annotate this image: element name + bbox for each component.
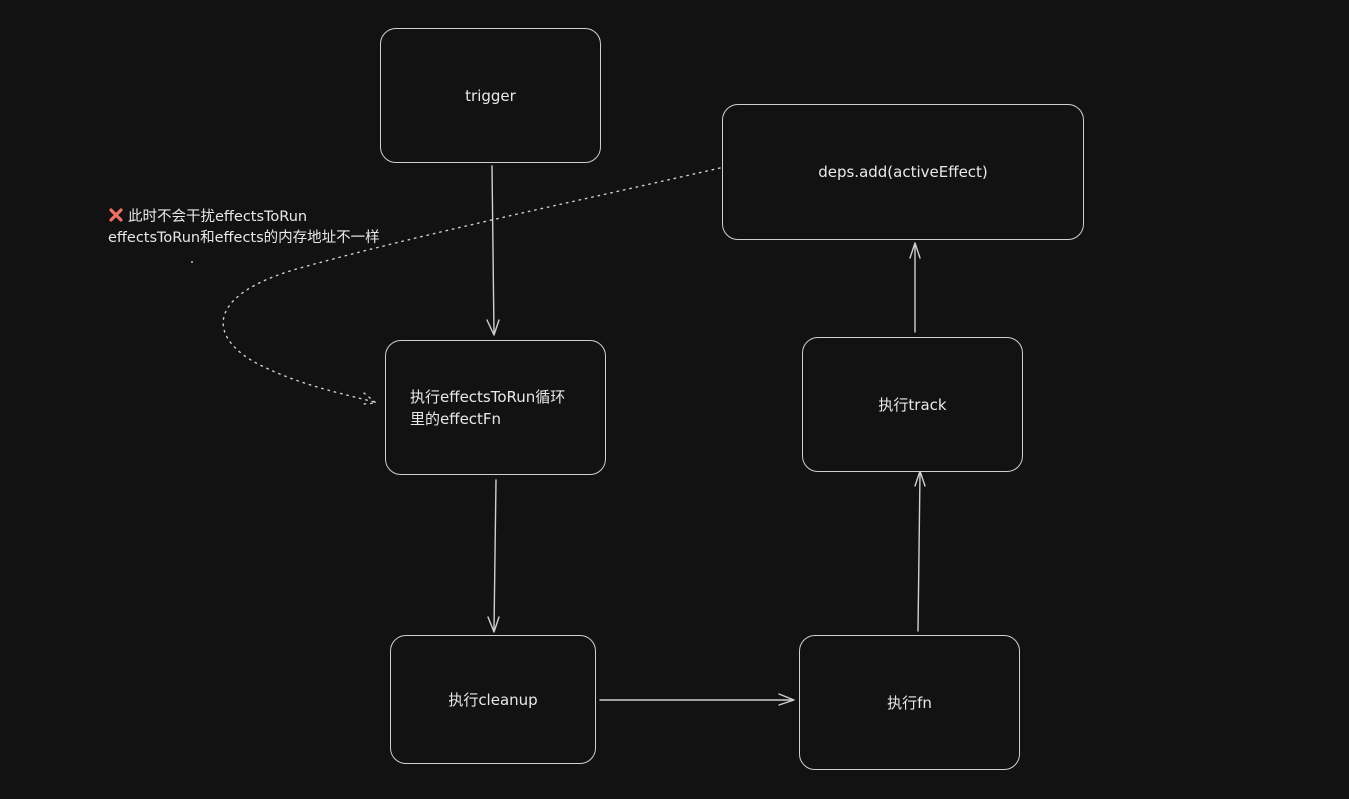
annotation-note[interactable]: 此时不会干扰effectsToRun effectsToRun和effects的…: [108, 207, 380, 249]
node-trigger-label: trigger: [465, 86, 516, 105]
edge-fn-to-track: [914, 470, 926, 632]
node-fn[interactable]: 执行fn: [799, 635, 1020, 770]
node-track[interactable]: 执行track: [802, 337, 1023, 472]
edge-track-to-deps-add: [909, 242, 921, 333]
edge-deps-add-to-run-effects-dotted: [222, 167, 721, 405]
edge-trigger-to-run-effects: [486, 165, 500, 336]
stray-dot: [191, 261, 193, 263]
node-fn-label: 执行fn: [887, 693, 932, 712]
node-run-effects[interactable]: 执行effectsToRun循环 里的effectFn: [385, 340, 606, 475]
node-deps-add-label: deps.add(activeEffect): [818, 163, 988, 181]
edge-cleanup-to-fn: [599, 693, 795, 706]
cross-mark-icon: [108, 207, 124, 223]
node-track-label: 执行track: [878, 395, 947, 414]
node-run-effects-label: 执行effectsToRun循环 里的effectFn: [410, 387, 566, 428]
annotation-line-1: 此时不会干扰effectsToRun: [108, 207, 380, 228]
node-trigger[interactable]: trigger: [380, 28, 601, 163]
annotation-line-2: effectsToRun和effects的内存地址不一样: [108, 230, 380, 246]
node-cleanup-label: 执行cleanup: [448, 690, 538, 709]
annotation-line-1-text: 此时不会干扰effectsToRun: [128, 209, 308, 225]
edge-run-effects-to-cleanup: [487, 479, 500, 633]
node-cleanup[interactable]: 执行cleanup: [390, 635, 596, 764]
node-deps-add[interactable]: deps.add(activeEffect): [722, 104, 1084, 240]
